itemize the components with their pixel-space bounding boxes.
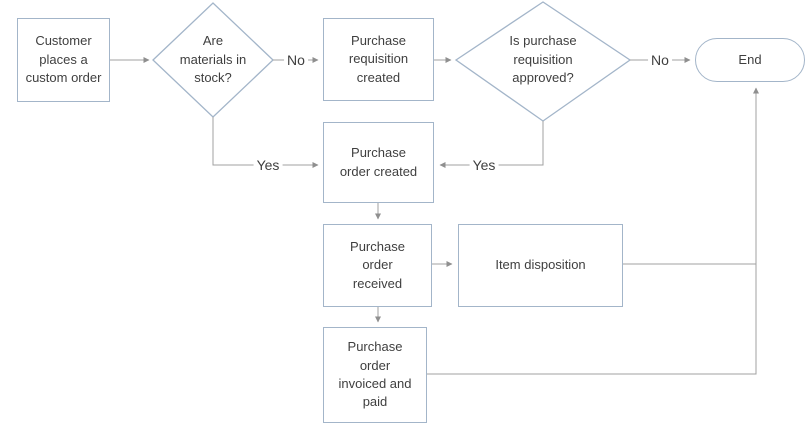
node-po-received: Purchase order received — [323, 224, 432, 307]
edge-label-yes-approved: Yes — [469, 158, 499, 172]
node-approved-decision-label: Is purchase requisition approved? — [509, 33, 577, 86]
node-purchase-requisition: Purchase requisition created — [323, 18, 434, 101]
node-item-disposition: Item disposition — [458, 224, 623, 307]
node-customer-order: Customer places a custom order — [17, 18, 110, 102]
node-customer-order-label: Customer places a custom order — [25, 33, 102, 86]
node-materials-decision: Are materials in stock? — [158, 22, 268, 98]
edge-label-no-stock: No — [284, 53, 308, 67]
node-purchase-requisition-label: Purchase requisition created — [348, 32, 409, 85]
node-end: End — [695, 38, 805, 82]
node-po-created: Purchase order created — [323, 122, 434, 203]
node-item-disposition-label: Item disposition — [495, 257, 586, 273]
edge-materials-yes-to-po-created — [212, 117, 319, 168]
edge-label-no-approved: No — [648, 53, 672, 67]
node-materials-decision-label: Are materials in stock? — [179, 33, 247, 86]
node-approved-decision: Is purchase requisition approved? — [478, 20, 608, 100]
edge-po-invoiced-to-end — [427, 87, 759, 375]
node-po-received-label: Purchase order received — [350, 238, 405, 291]
edge-label-yes-stock: Yes — [253, 158, 283, 172]
node-end-label: End — [738, 51, 762, 67]
node-po-invoiced-label: Purchase order invoiced and paid — [338, 339, 412, 410]
node-po-invoiced: Purchase order invoiced and paid — [323, 327, 427, 423]
node-po-created-label: Purchase order created — [339, 145, 418, 179]
